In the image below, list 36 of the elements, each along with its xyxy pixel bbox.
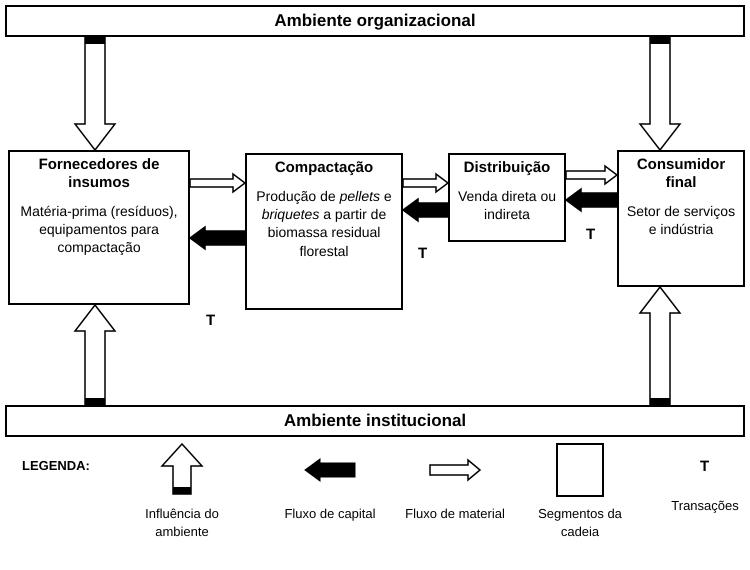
segment-box: [617, 150, 745, 287]
legend-text: Influência do ambiente: [144, 505, 220, 540]
capital-flow-arrow: [564, 188, 618, 212]
material-flow-arrow: [402, 172, 450, 194]
transaction-mark: T: [586, 226, 596, 243]
segment-description: Matéria-prima (resíduos), equipamentos para compactação: [19, 202, 179, 257]
segment-box: [8, 150, 190, 305]
environment-band: [5, 405, 745, 437]
segment-title: Compactação: [274, 159, 374, 177]
influence-arrow: [73, 36, 117, 152]
legend-text: Transações: [670, 497, 740, 515]
segment-box: [245, 153, 403, 310]
capital-flow-arrow: [188, 226, 246, 250]
influence-arrow: [638, 286, 682, 406]
segment-title: Consumidor final: [636, 156, 726, 192]
environment-band: [5, 5, 745, 37]
segment-title: Distribuição: [462, 159, 552, 177]
legend-text: Segmentos da cadeia: [537, 505, 623, 540]
band-title: Ambiente institucional: [284, 411, 466, 431]
segment-description: Produção de pellets e briquetes a partir de biomassa residual florestal: [255, 187, 393, 260]
influence-arrow: [73, 304, 117, 406]
segment-description: Venda direta ou indireta: [456, 187, 558, 224]
transaction-mark: T: [418, 245, 428, 262]
transaction-mark: T: [700, 458, 710, 475]
influence-arrow: [638, 36, 682, 152]
segment-description: Setor de serviços e indústria: [626, 202, 736, 238]
material-flow-arrow: [565, 164, 618, 186]
material-flow-arrow: [189, 172, 246, 194]
capital-flow-arrow: [402, 198, 449, 222]
legend-text: Fluxo de capital: [283, 505, 377, 523]
segment-title: Fornecedores de insumos: [38, 156, 160, 192]
legend-heading: LEGENDA:: [22, 458, 90, 473]
legend-text: Fluxo de material: [404, 505, 506, 523]
segment-box: [448, 153, 566, 242]
transaction-mark: T: [206, 312, 216, 329]
band-title: Ambiente organizacional: [274, 11, 476, 31]
